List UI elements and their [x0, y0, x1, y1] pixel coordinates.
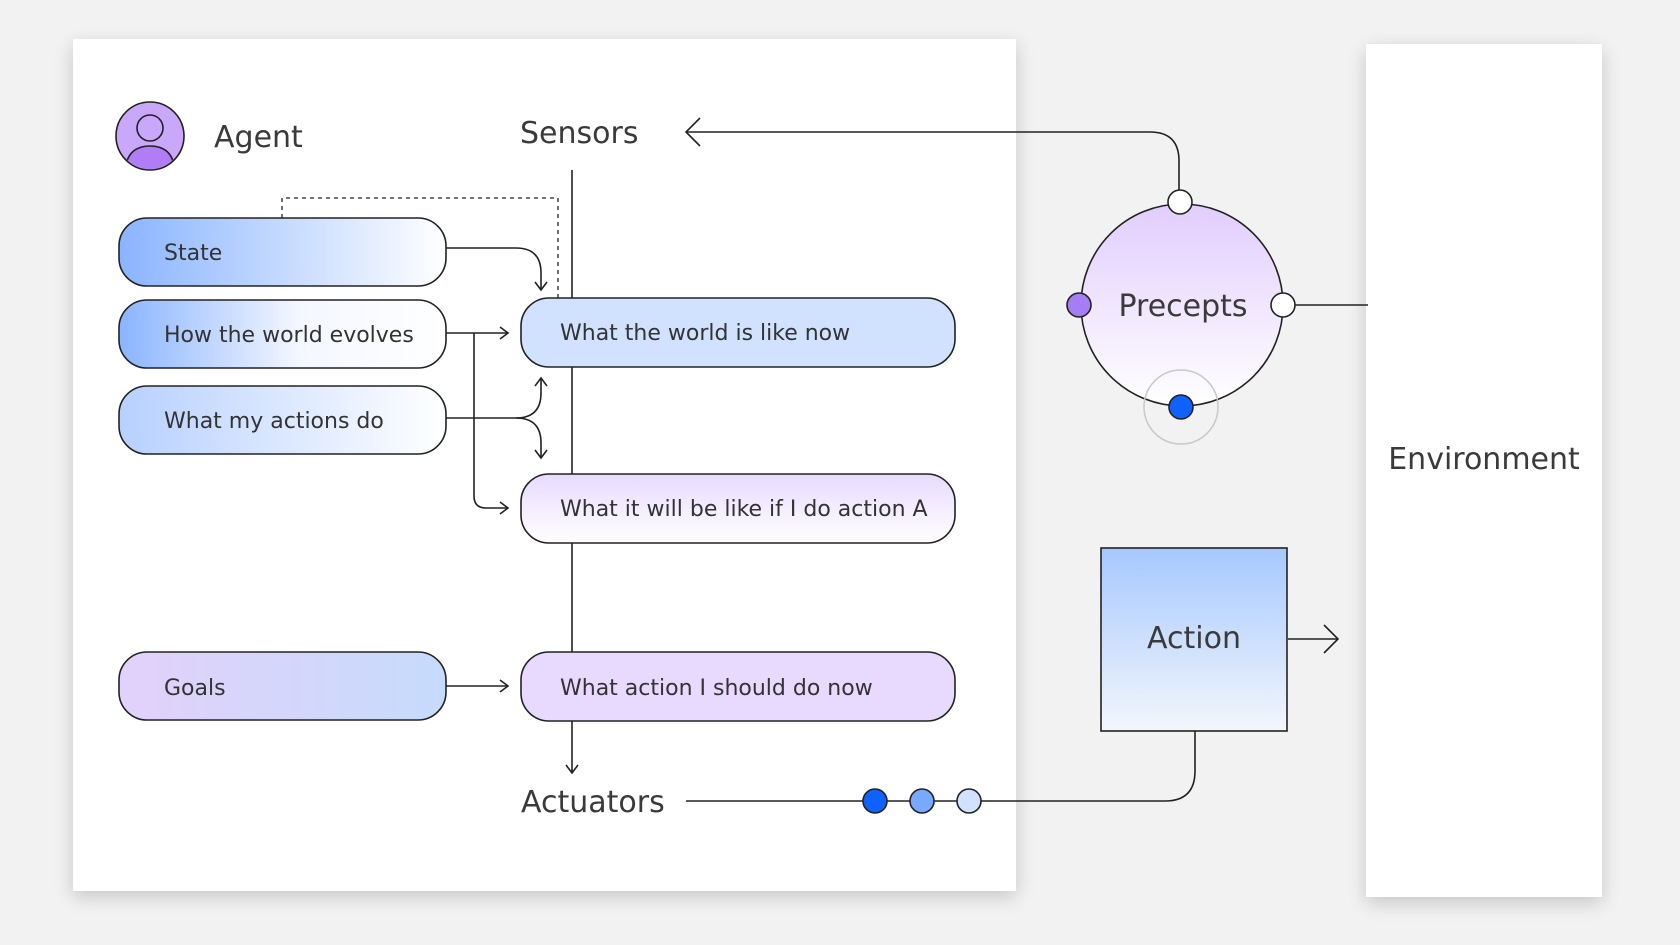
if-action-pill: What it will be like if I do action A	[520, 473, 956, 544]
goals-label: Goals	[164, 676, 226, 701]
environment-label: Environment	[1388, 442, 1580, 477]
precepts-right-port	[1270, 292, 1296, 318]
precepts-bottom-port	[1168, 394, 1194, 420]
agent-title: Agent	[214, 120, 303, 155]
world-evolves-label: How the world evolves	[164, 323, 414, 348]
actions-do-pill: What my actions do	[118, 385, 447, 455]
precepts-bottom-halo	[1143, 369, 1219, 445]
actions-do-label: What my actions do	[164, 409, 384, 434]
precepts-label: Precepts	[1118, 289, 1247, 324]
actuator-dot-1	[862, 788, 888, 814]
goals-pill: Goals	[118, 651, 447, 721]
action-box: Action	[1100, 547, 1288, 732]
world-now-label: What the world is like now	[560, 321, 850, 346]
actuator-dot-2	[909, 788, 935, 814]
world-now-pill: What the world is like now	[520, 297, 956, 368]
state-label: State	[164, 241, 222, 266]
action-now-label: What action I should do now	[560, 676, 873, 701]
action-now-pill: What action I should do now	[520, 651, 956, 722]
world-evolves-pill: How the world evolves	[118, 299, 447, 369]
environment-panel	[1366, 44, 1602, 897]
precepts-node: Precepts	[1066, 189, 1296, 445]
action-label: Action	[1147, 621, 1241, 656]
actuator-dot-3	[956, 788, 982, 814]
if-action-label: What it will be like if I do action A	[560, 497, 928, 522]
agent-avatar	[115, 101, 185, 171]
connector-lines	[281, 117, 1368, 802]
state-pill: State	[118, 217, 447, 287]
actuators-label: Actuators	[521, 785, 665, 820]
sensors-label: Sensors	[520, 116, 638, 151]
agent-panel	[73, 39, 1016, 891]
actuator-dots	[862, 788, 982, 814]
precepts-left-port	[1066, 292, 1092, 318]
precepts-top-port	[1167, 189, 1193, 215]
